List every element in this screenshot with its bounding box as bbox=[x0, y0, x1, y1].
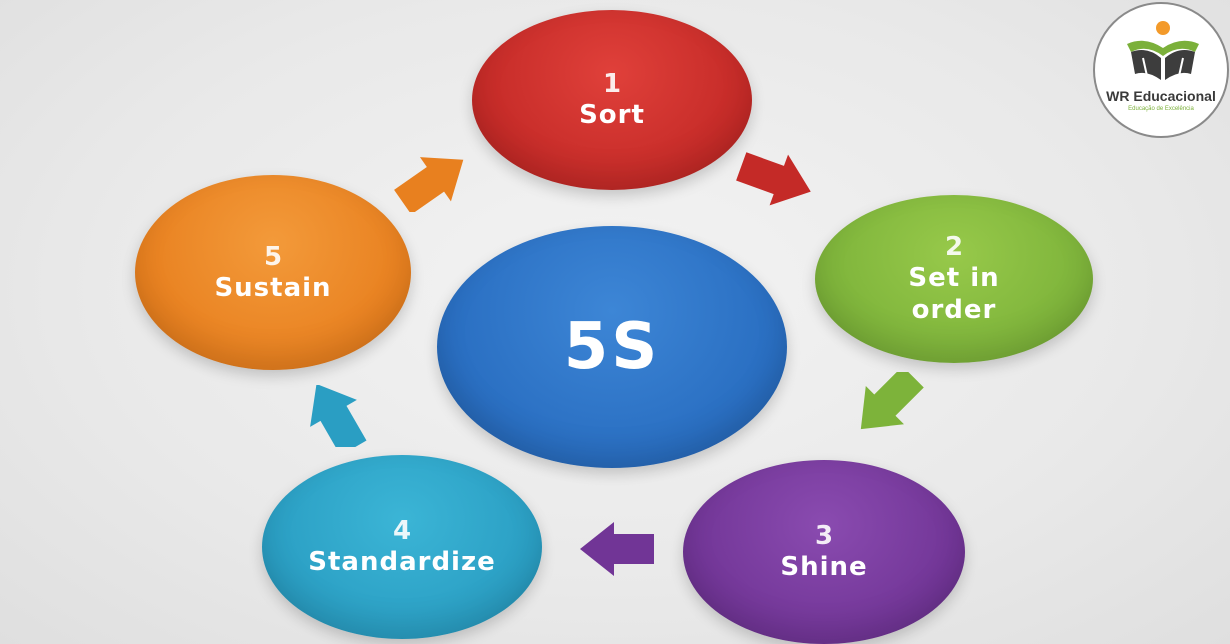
step-number: 5 bbox=[263, 241, 283, 272]
step-sustain: 5 Sustain bbox=[135, 175, 411, 370]
step-label: Shine bbox=[780, 552, 868, 582]
step-label: Standardize bbox=[308, 547, 496, 577]
center-label: 5S bbox=[563, 310, 661, 384]
step-number: 3 bbox=[814, 521, 834, 551]
arrow-sustain-to-sort-icon bbox=[394, 157, 464, 212]
arrow-shine-to-standardize-icon bbox=[580, 522, 654, 576]
step-shine: 3 Shine bbox=[683, 460, 965, 644]
step-sort: 1 Sort bbox=[472, 10, 752, 190]
open-book-person-icon bbox=[1127, 21, 1199, 80]
step-number: 2 bbox=[944, 232, 964, 262]
brand-name: WR Educacional bbox=[1106, 88, 1216, 104]
step-number: 1 bbox=[602, 69, 622, 99]
step-number: 4 bbox=[392, 516, 412, 546]
arrow-set-to-shine-icon bbox=[860, 372, 924, 430]
step-label-line-1: Set in bbox=[908, 263, 1000, 293]
step-label-line-2: order bbox=[911, 295, 997, 325]
brand-tagline: Educação de Excelência bbox=[1128, 106, 1194, 112]
step-set-in-order: 2 Set in order bbox=[815, 195, 1093, 363]
step-label: Sort bbox=[579, 100, 645, 130]
center-5s: 5S bbox=[437, 226, 787, 468]
brand-logo: WR Educacional Educação de Excelência bbox=[1093, 2, 1229, 138]
step-standardize: 4 Standardize bbox=[262, 455, 542, 639]
arrow-standardize-to-sustain-icon bbox=[310, 385, 367, 447]
arrow-sort-to-set-icon bbox=[736, 152, 811, 206]
step-label: Sustain bbox=[214, 272, 332, 303]
